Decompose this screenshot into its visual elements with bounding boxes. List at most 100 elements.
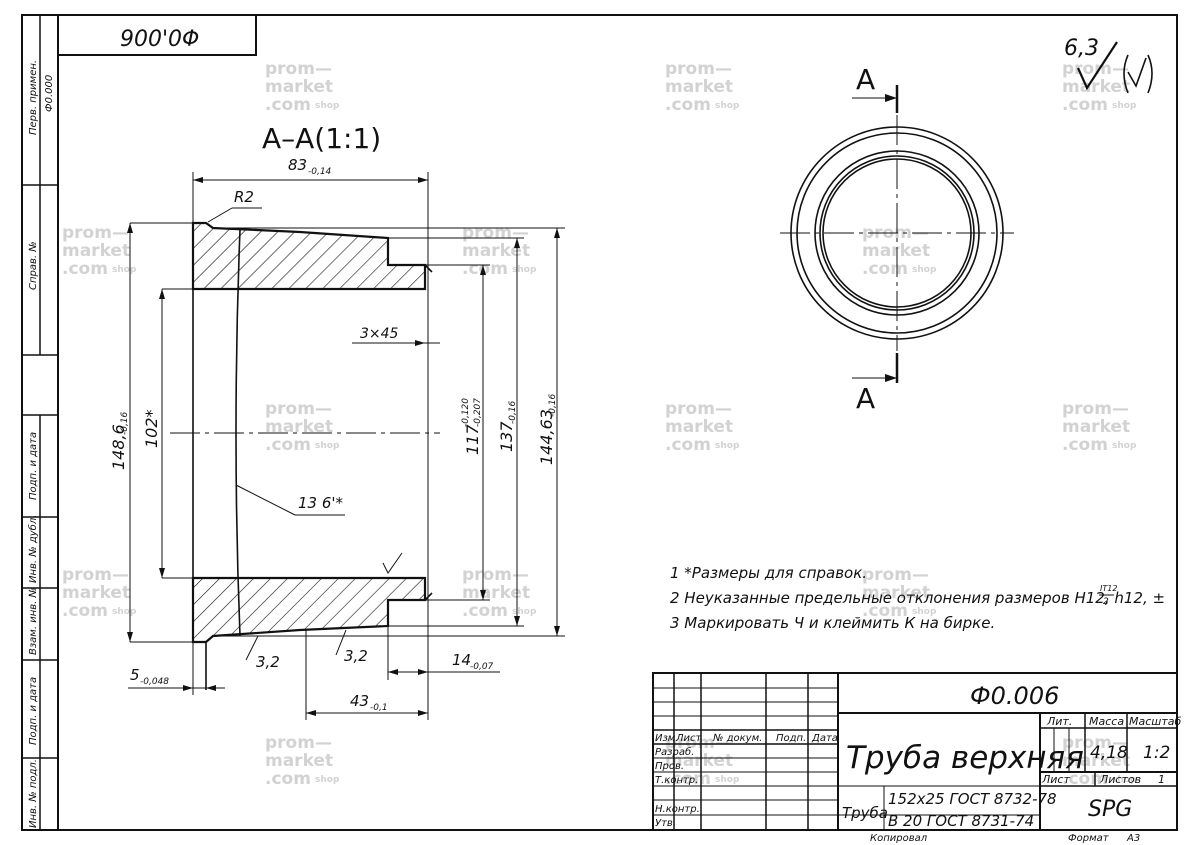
tb-material-line1: 152x25 ГОСТ 8732-78	[888, 790, 1057, 808]
tb-col-data: Дата	[811, 733, 838, 744]
tb-material-line2: В 20 ГОСТ 8731-74	[888, 812, 1034, 830]
plan-view	[780, 85, 1014, 383]
tb-col-list: Лист	[675, 733, 703, 744]
dim-144-63-tol: -0,16	[548, 393, 558, 417]
left-strip	[21, 14, 59, 831]
watermark-logo: prom—market.com shop	[265, 399, 340, 455]
tb-designation: Ф0.006	[970, 682, 1059, 710]
svg-text:.com: .com	[665, 95, 711, 115]
svg-text:shop: shop	[512, 265, 537, 275]
svg-text:prom—: prom—	[62, 223, 129, 243]
dim-117: 117	[463, 424, 482, 455]
svg-text:shop: shop	[715, 101, 740, 111]
svg-text:prom—: prom—	[62, 565, 129, 585]
tb-sheets: 1	[1158, 773, 1165, 786]
svg-text:.com: .com	[462, 601, 508, 621]
svg-text:market: market	[665, 77, 733, 97]
dim-14: 14	[452, 651, 471, 669]
svg-text:market: market	[862, 241, 930, 261]
tb-col-izm: Изм.	[655, 733, 679, 744]
roughness-3-2-b: 3,2	[344, 647, 368, 665]
section-bottom-hatch	[191, 576, 427, 644]
title-block-grid	[652, 672, 1178, 831]
svg-text:prom—: prom—	[665, 733, 732, 753]
note-3: 3 Маркировать Ч и клеймить К на бирке.	[670, 614, 995, 632]
svg-text:shop: shop	[112, 607, 137, 617]
tb-row-nkontr: Н.контр.	[655, 804, 700, 815]
svg-text:prom—: prom—	[462, 565, 529, 585]
svg-text:.com: .com	[665, 435, 711, 455]
roughness-general-value: 6,3	[1064, 36, 1099, 61]
svg-text:prom—: prom—	[462, 223, 529, 243]
svg-text:prom—: prom—	[265, 399, 332, 419]
dim-144-63: 144,63	[537, 409, 556, 465]
plan-label-top: A	[856, 63, 875, 96]
svg-text:shop: shop	[715, 441, 740, 451]
vzam-inv-label: Взам. инв. №	[28, 587, 39, 655]
dim-chamfer: 3×45	[360, 326, 399, 342]
dim-117-tol-bottom: -0,207	[473, 398, 483, 427]
tb-format-label: Формат	[1068, 833, 1110, 844]
svg-text:.com: .com	[62, 259, 108, 279]
svg-text:.com: .com	[665, 769, 711, 789]
svg-text:shop: shop	[315, 775, 340, 785]
tb-name: Труба верхняя	[846, 740, 1084, 776]
sprav-no-label: Справ. №	[28, 241, 39, 290]
svg-text:market: market	[665, 417, 733, 437]
svg-text:shop: shop	[715, 775, 740, 785]
svg-text:shop: shop	[315, 441, 340, 451]
roughness-3-2-a: 3,2	[256, 653, 280, 671]
arrowheads	[127, 177, 560, 716]
svg-text:market: market	[665, 751, 733, 771]
svg-text:.com: .com	[1062, 435, 1108, 455]
dim-148-6-tol: -0,16	[120, 411, 130, 435]
svg-text:market: market	[862, 583, 930, 603]
svg-text:shop: shop	[512, 607, 537, 617]
svg-text:shop: shop	[315, 101, 340, 111]
svg-text:.com: .com	[265, 435, 311, 455]
svg-text:.com: .com	[265, 95, 311, 115]
tb-format: А3	[1126, 833, 1140, 844]
perv-primen-label: Перв. примен.	[28, 60, 39, 135]
dim-r2: R2	[234, 188, 254, 206]
svg-text:shop: shop	[1112, 101, 1137, 111]
svg-text:shop: shop	[912, 265, 937, 275]
svg-text:market: market	[462, 583, 530, 603]
tb-sheet-label: Лист	[1041, 773, 1070, 786]
inv-dubl-label: Инв. № дубл.	[27, 515, 39, 583]
svg-text:market: market	[265, 77, 333, 97]
code-box	[57, 14, 257, 56]
svg-text:market: market	[265, 417, 333, 437]
svg-text:.com: .com	[265, 769, 311, 789]
tb-row-tkontr: Т.контр.	[655, 775, 698, 786]
svg-text:shop: shop	[1112, 441, 1137, 451]
dim-83-tol: -0,14	[308, 167, 332, 177]
watermark-logo: prom—market.com shop	[665, 733, 740, 789]
dim-43-tol: -0,1	[370, 703, 388, 713]
tb-mass: 4,18	[1090, 743, 1128, 763]
tb-scale: 1:2	[1143, 743, 1170, 763]
svg-text:market: market	[1062, 77, 1130, 97]
svg-text:prom—: prom—	[265, 733, 332, 753]
svg-text:market: market	[265, 751, 333, 771]
section-top-hatch	[191, 221, 427, 291]
svg-text:shop: shop	[912, 607, 937, 617]
dim-5: 5	[130, 666, 140, 684]
svg-text:.com: .com	[462, 259, 508, 279]
note-1: 1 *Размеры для справок.	[670, 564, 867, 582]
tb-col-podp: Подп.	[776, 733, 806, 744]
svg-text:prom—: prom—	[1062, 59, 1129, 79]
svg-text:.com: .com	[62, 601, 108, 621]
tb-lit-header: Лит.	[1046, 715, 1072, 728]
dim-137-tol: -0,16	[508, 400, 518, 424]
dim-137: 137	[497, 421, 516, 452]
watermark-logo: prom—market.com shop	[265, 733, 340, 789]
